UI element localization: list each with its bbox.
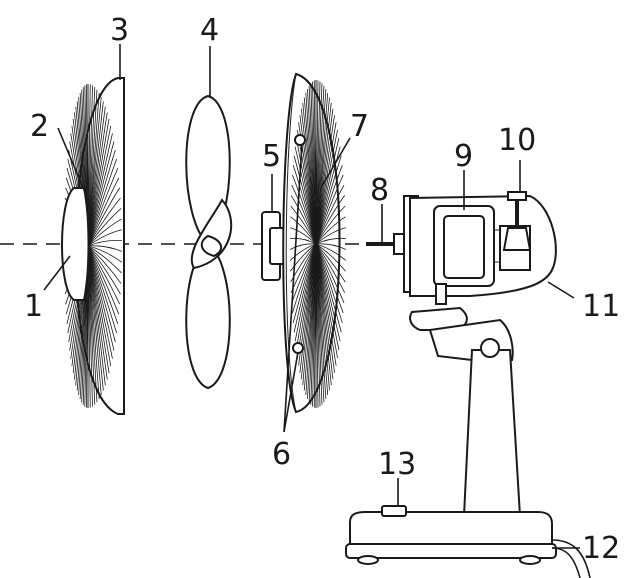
grille-rib bbox=[87, 245, 123, 263]
grille-rib bbox=[87, 187, 121, 247]
label-4: 4 bbox=[200, 13, 219, 48]
label-13: 13 bbox=[378, 447, 416, 482]
grille-rib bbox=[87, 167, 119, 247]
rear-grille bbox=[282, 72, 347, 414]
label-5: 5 bbox=[262, 139, 281, 174]
grille-rib bbox=[315, 243, 345, 304]
grille-rib bbox=[290, 216, 317, 245]
grille-rib bbox=[87, 177, 120, 247]
part-labels: 1 2 3 4 5 6 7 8 9 10 11 12 13 bbox=[24, 13, 620, 566]
leader-lines bbox=[43, 44, 580, 549]
grille-rib bbox=[290, 195, 317, 245]
fan-stand bbox=[345, 306, 591, 578]
grille-rib bbox=[315, 237, 347, 245]
label-3: 3 bbox=[110, 13, 129, 48]
oscillation-knob bbox=[502, 191, 532, 251]
fan-blade bbox=[185, 94, 233, 390]
grille-rib bbox=[87, 197, 121, 247]
front-cover-badge bbox=[61, 187, 90, 301]
grille-rib bbox=[290, 227, 317, 245]
grille-rib bbox=[289, 243, 317, 250]
grille-clip-bottom bbox=[292, 342, 304, 354]
grille-rib bbox=[315, 165, 343, 245]
grille-rib bbox=[315, 184, 345, 245]
grille-rib bbox=[87, 245, 119, 324]
grille-rib bbox=[87, 245, 123, 252]
grille-rib bbox=[315, 243, 346, 293]
label-1: 1 bbox=[24, 289, 43, 324]
grille-rib bbox=[87, 229, 122, 247]
grille-rib bbox=[87, 239, 123, 247]
grille-rib bbox=[315, 205, 346, 245]
grille-rib bbox=[290, 243, 317, 272]
grille-rib bbox=[315, 243, 346, 272]
grille-rib bbox=[87, 218, 122, 247]
label-7: 7 bbox=[350, 109, 369, 144]
label-6: 6 bbox=[272, 437, 291, 472]
front-grille bbox=[61, 77, 125, 415]
grille-rib bbox=[87, 245, 121, 295]
grille-rib bbox=[87, 208, 122, 247]
grille-rib bbox=[289, 237, 317, 245]
label-12: 12 bbox=[582, 531, 620, 566]
grille-rib bbox=[315, 227, 346, 245]
grille-rib bbox=[315, 174, 344, 245]
grille-clip-top bbox=[294, 134, 306, 146]
label-9: 9 bbox=[454, 139, 473, 174]
label-8: 8 bbox=[370, 173, 389, 208]
grille-rib bbox=[87, 245, 122, 284]
grille-rib bbox=[315, 216, 346, 245]
grille-rib bbox=[290, 205, 317, 245]
label-10: 10 bbox=[498, 123, 536, 158]
label-11: 11 bbox=[582, 289, 620, 324]
grille-rib bbox=[315, 243, 347, 261]
grille-rib bbox=[315, 195, 345, 245]
grille-rib bbox=[87, 245, 120, 315]
speed-switch bbox=[381, 505, 407, 517]
label-2: 2 bbox=[30, 109, 49, 144]
grille-rib bbox=[315, 243, 346, 283]
grille-rib bbox=[87, 245, 122, 274]
motor-assembly bbox=[366, 191, 557, 305]
blade-cap bbox=[261, 211, 285, 281]
grille-rib bbox=[289, 243, 317, 261]
grille-rib bbox=[87, 245, 121, 305]
grille-rib bbox=[315, 243, 347, 250]
grille-rib bbox=[87, 158, 118, 247]
